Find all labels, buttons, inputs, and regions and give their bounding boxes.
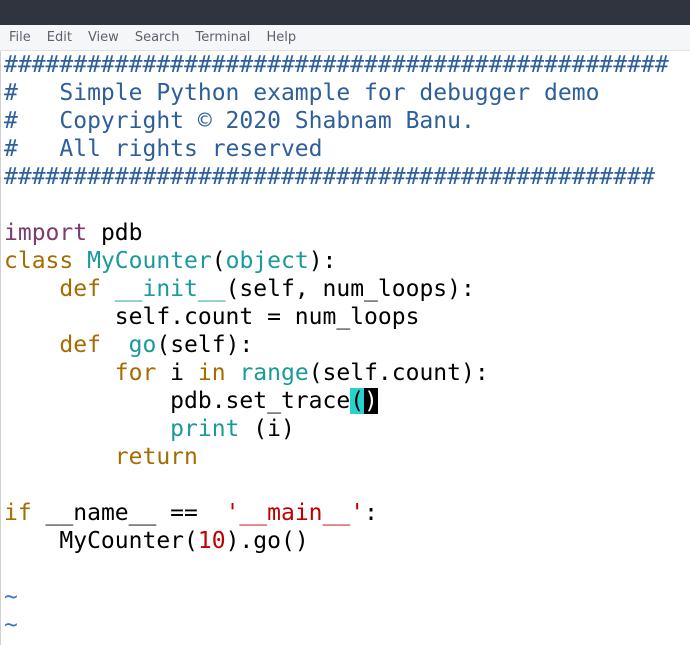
code-token: pdb (87, 220, 143, 246)
code-token: MyCounter( (4, 528, 198, 554)
code-token (73, 248, 87, 274)
code-token: 10 (197, 528, 226, 554)
code-token: (self, num_loops): (225, 276, 475, 302)
code-token (4, 276, 59, 302)
code-token: __init__ (114, 276, 226, 302)
code-token: def (59, 276, 101, 302)
code-area[interactable]: ########################################… (1, 51, 690, 639)
code-line: def go(self): (4, 331, 690, 359)
code-line: import pdb (4, 219, 690, 247)
menu-terminal[interactable]: Terminal (195, 30, 251, 45)
code-line: # All rights reserved (4, 135, 690, 163)
menu-search[interactable]: Search (134, 30, 180, 45)
code-token (4, 444, 115, 470)
code-token: ########################################… (4, 164, 655, 190)
code-line: # Simple Python example for debugger dem… (4, 79, 690, 107)
code-line: return (4, 443, 690, 471)
code-line (4, 555, 690, 583)
code-token: range (239, 360, 309, 386)
code-token (4, 360, 115, 386)
code-token: for (114, 360, 157, 386)
code-token: object (225, 248, 309, 274)
code-token: (i) (239, 416, 295, 442)
matching-paren: ( (350, 388, 365, 414)
menu-bar: File Edit View Search Terminal Help (0, 25, 690, 51)
code-line: if __name__ == '__main__': (4, 499, 690, 527)
code-token (226, 360, 240, 386)
code-token: def (59, 332, 101, 358)
code-token: import (4, 220, 88, 246)
code-token: # All rights reserved (4, 136, 323, 162)
text-cursor: ) (364, 388, 378, 414)
code-token: ).go() (225, 528, 309, 554)
code-token (4, 416, 170, 442)
code-token: (self.count): (308, 360, 489, 386)
code-line: def __init__(self, num_loops): (4, 275, 690, 303)
code-token: go (128, 332, 157, 358)
code-token: pdb.set_trace (4, 388, 351, 414)
code-line: class MyCounter(object): (4, 247, 690, 275)
code-line: ~ (4, 583, 690, 611)
window-titlebar[interactable] (0, 0, 690, 25)
code-token: print (170, 416, 240, 442)
code-token: ( (211, 248, 226, 274)
code-token: '__main__' (225, 500, 365, 526)
menu-edit[interactable]: Edit (46, 30, 72, 45)
code-line: # Copyright © 2020 Shabnam Banu. (4, 107, 690, 135)
menu-file[interactable]: File (9, 30, 31, 45)
code-token: class (4, 248, 74, 274)
code-line: for i in range(self.count): (4, 359, 690, 387)
code-line: ########################################… (4, 51, 690, 79)
code-line: pdb.set_trace() (4, 387, 690, 415)
empty-line-marker: ~ (4, 584, 18, 610)
code-line: print (i) (4, 415, 690, 443)
code-token: : (364, 500, 378, 526)
code-token: MyCounter (87, 248, 212, 274)
code-token (101, 276, 115, 302)
code-token: i (156, 360, 198, 386)
code-line (4, 191, 690, 219)
code-token: (self): (156, 332, 254, 358)
code-token: return (114, 444, 198, 470)
menu-help[interactable]: Help (266, 30, 297, 45)
code-token: # Simple Python example for debugger dem… (4, 80, 600, 106)
code-line: MyCounter(10).go() (4, 527, 690, 555)
code-line: self.count = num_loops (4, 303, 690, 331)
code-token: ########################################… (4, 52, 669, 78)
code-token: # Copyright © 2020 Shabnam Banu. (4, 108, 475, 134)
empty-line-marker: ~ (4, 612, 18, 638)
code-token (4, 332, 59, 358)
code-token (101, 332, 129, 358)
code-token: if (4, 500, 32, 526)
code-token: ): (308, 248, 337, 274)
menu-view[interactable]: View (87, 30, 119, 45)
code-line: ########################################… (4, 163, 690, 191)
code-token: self.count = num_loops (4, 304, 420, 330)
code-line (4, 471, 690, 499)
code-line: ~ (4, 611, 690, 639)
terminal-editor[interactable]: ########################################… (0, 51, 690, 645)
code-token: in (197, 360, 226, 386)
code-token: __name__ == (31, 500, 226, 526)
